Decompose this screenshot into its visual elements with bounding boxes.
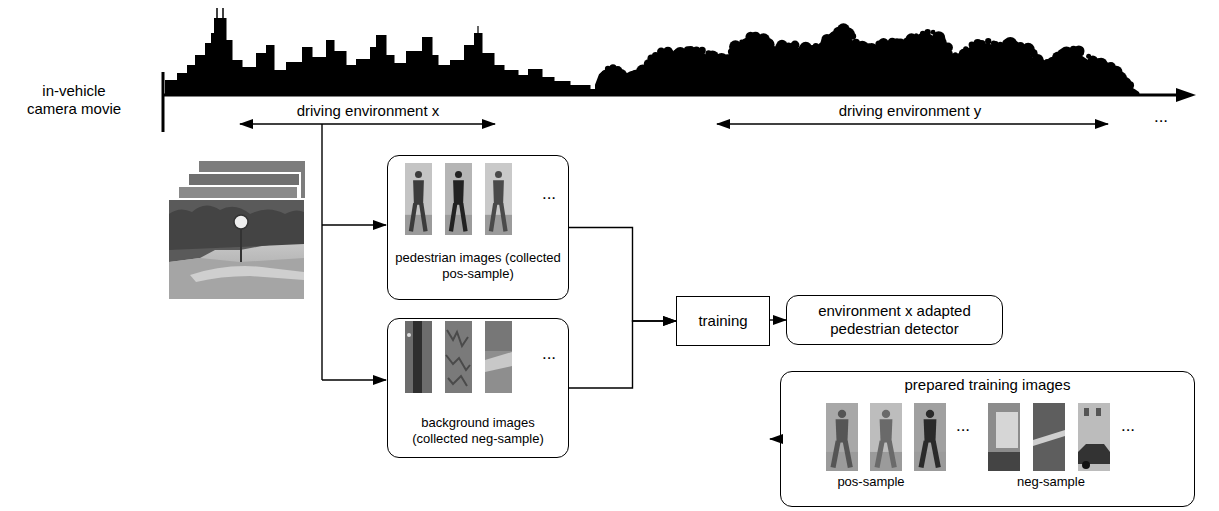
time-axis	[163, 94, 1180, 97]
box-text: pos-sample	[811, 474, 931, 490]
box-text: neg-sample	[991, 474, 1111, 490]
range-bracket	[240, 123, 495, 124]
box-text: pedestrian images (collected pos-sample)	[393, 250, 563, 281]
sample-arrow	[322, 224, 386, 225]
pos-sample-box: pedestrian images (collected pos-sample)…	[387, 155, 569, 300]
process-box: training	[676, 296, 770, 346]
range-bracket	[717, 123, 1108, 124]
box-text: background images (collected neg-sample)	[393, 415, 563, 446]
camera-frames	[168, 160, 306, 300]
ellipsis: ...	[949, 416, 977, 436]
city-skyline	[165, 8, 607, 95]
sample-line	[321, 124, 322, 380]
box-text: training	[698, 312, 747, 330]
box-text: environment x adapted pedestrian detecto…	[800, 302, 990, 338]
box-text: prepared training images	[786, 376, 1189, 394]
range-label: driving environment y	[800, 102, 1020, 120]
range-label: driving environment x	[258, 102, 478, 120]
output-box: environment x adapted pedestrian detecto…	[786, 295, 1003, 345]
flow-arrow	[770, 438, 780, 439]
axis-tick	[162, 72, 165, 132]
training-thumbnails	[826, 403, 1110, 471]
forest-silhouette	[595, 23, 1140, 95]
flow-arrow	[770, 319, 786, 320]
ellipsis: ...	[535, 344, 563, 364]
sample-arrow	[322, 379, 386, 380]
axis-arrowhead	[1176, 88, 1196, 102]
flow-arrow	[569, 321, 676, 388]
dataset-box: prepared training images pos-sample neg-sa…	[780, 371, 1195, 507]
ellipsis: ...	[1114, 416, 1142, 436]
background-thumbnails	[405, 321, 512, 393]
pedestrian-thumbnails	[405, 163, 512, 235]
neg-sample-box: background images (collected neg-sample)…	[387, 318, 569, 458]
axis-label: in-vehicle camera movie	[18, 82, 130, 118]
ellipsis: ...	[1146, 107, 1176, 127]
ellipsis: ...	[535, 184, 563, 204]
flow-arrow	[569, 228, 676, 322]
